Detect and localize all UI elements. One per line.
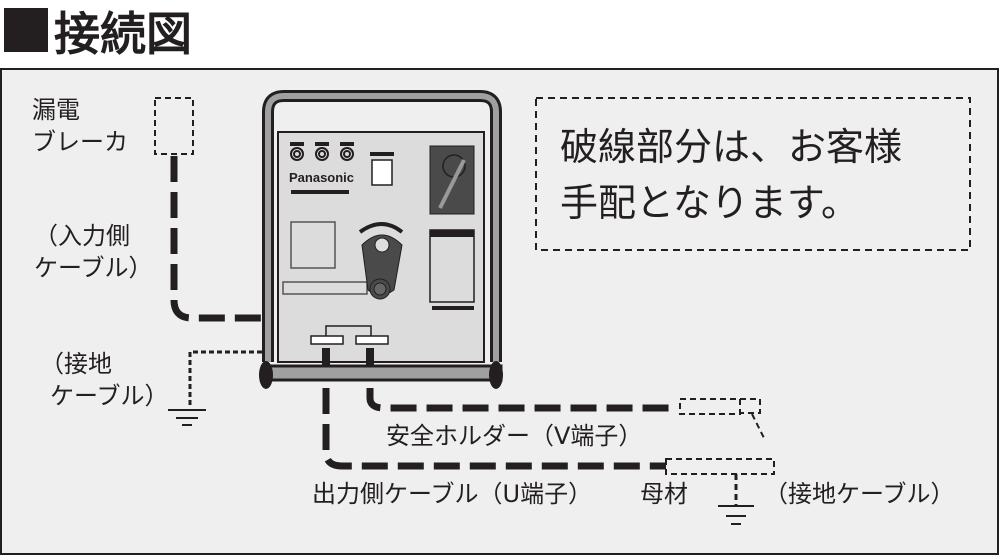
terminal-u-icon [310,335,344,345]
note-line-2: 手配となります。 [560,181,859,225]
ground-symbol-right-icon [718,505,754,525]
note-box [535,97,971,251]
ground-symbol-left-icon [168,409,206,426]
input-cable [170,156,262,322]
output-cable [322,388,666,470]
indicator-lamps-icon [290,147,354,161]
holder-label: 安全ホルダー（V端子） [386,422,642,450]
breaker-label-1: 漏電 [32,96,80,124]
breaker-box [154,97,194,155]
holder-cable [366,388,676,412]
base-metal-label: 母材 [640,480,688,508]
ground-cable-right-label: （接地ケーブル） [764,480,955,508]
electrode-icon [740,398,766,441]
note-line-1: 破線部分は、お客様 [560,125,902,169]
ground-cable-left [188,350,262,408]
base-metal [665,458,775,475]
ground-cable-label-1: （接地 [40,350,112,378]
input-cable-label-2: ケーブル） [34,254,153,282]
breaker-label-2: ブレーカ [32,128,128,156]
welding-machine: Panasonic [259,90,503,389]
ground-cable-label-2: ケーブル） [50,382,169,410]
output-cable-label: 出力側ケーブル（U端子） [312,480,592,508]
brand-logo: Panasonic [289,170,354,185]
input-cable-label-1: （入力側 [34,222,130,250]
safety-holder [679,398,741,415]
terminal-v-icon [355,335,389,345]
page-title: 接続図 [54,7,192,61]
title-square-icon [4,8,48,52]
